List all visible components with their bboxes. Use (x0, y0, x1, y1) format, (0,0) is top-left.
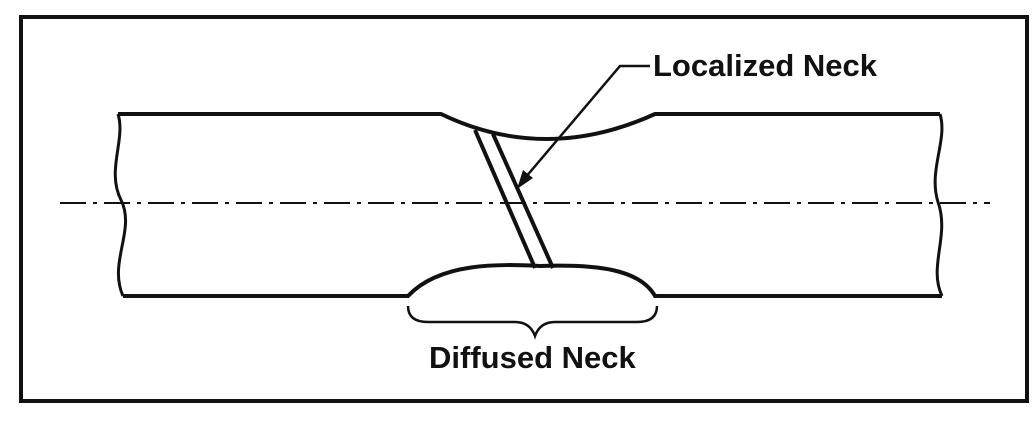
localized-neck-band-right (491, 133, 555, 269)
diagram-frame (19, 15, 1029, 403)
diffused-neck-label: Diffused Neck (429, 340, 636, 375)
localized-neck-leader (524, 64, 650, 179)
localized-neck-band-left (473, 129, 537, 269)
specimen-top-edge (118, 112, 940, 141)
diffused-neck-brace (406, 305, 659, 340)
specimen-left-break (113, 113, 127, 297)
specimen-bottom-edge (123, 263, 942, 298)
localized-neck-arrowhead (517, 170, 533, 189)
localized-neck-label: Localized Neck (653, 48, 878, 83)
specimen-right-break (933, 113, 944, 297)
